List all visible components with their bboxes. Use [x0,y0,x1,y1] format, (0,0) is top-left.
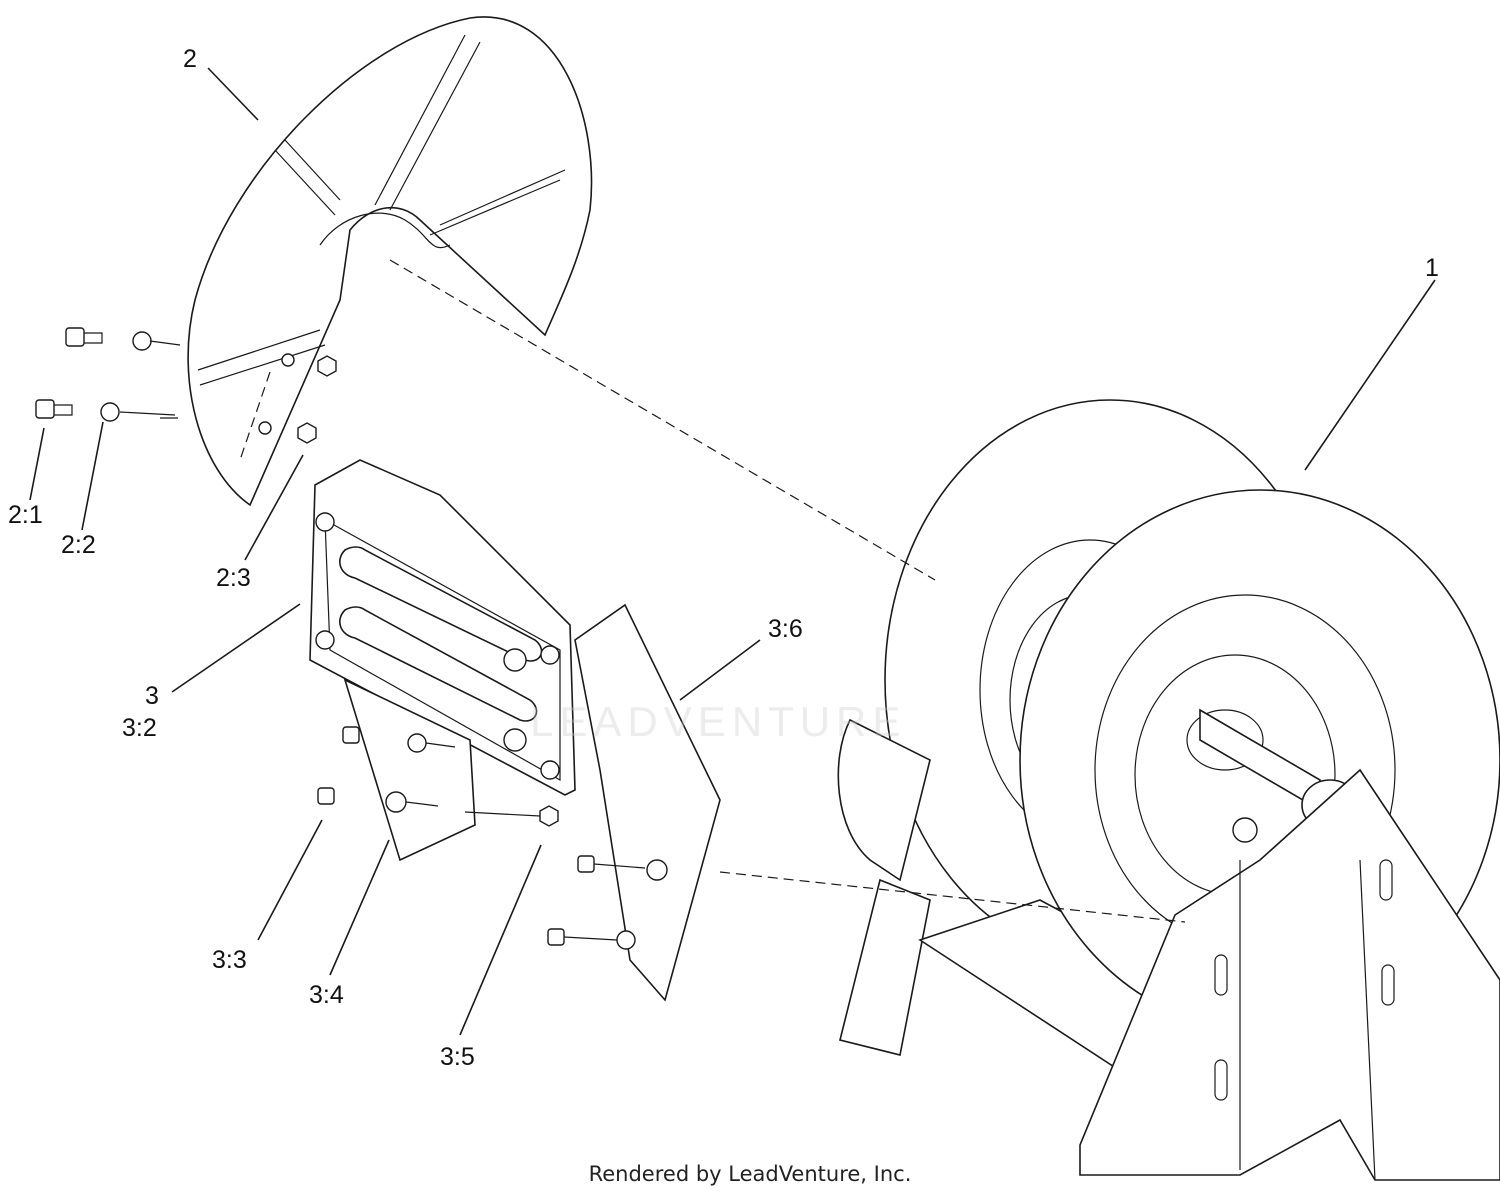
callout-1: 1 [1425,254,1439,282]
callout-3-6: 3:6 [768,615,803,643]
callout-2-2: 2:2 [61,531,96,559]
callout-3-4: 3:4 [309,981,344,1009]
callout-2-1: 2:1 [8,501,43,529]
callout-2: 2 [183,45,197,73]
footer-credit: Rendered by LeadVenture, Inc. [588,1162,912,1186]
callout-3-5: 3:5 [440,1043,475,1071]
callout-3-2: 3:2 [122,714,157,742]
flange-disc-part-2 [187,16,593,507]
fastener-hardware [35,327,668,950]
assembly-lines [119,259,1186,941]
callout-3-3: 3:3 [212,946,247,974]
callout-3: 3 [145,682,159,710]
leader-lines [29,67,1436,1036]
watermark: LEADVENTURE [530,698,907,745]
roller-bracket-part-3 [309,459,721,1002]
hose-reel-part-1 [837,399,1500,1181]
callout-2-3: 2:3 [216,564,251,592]
